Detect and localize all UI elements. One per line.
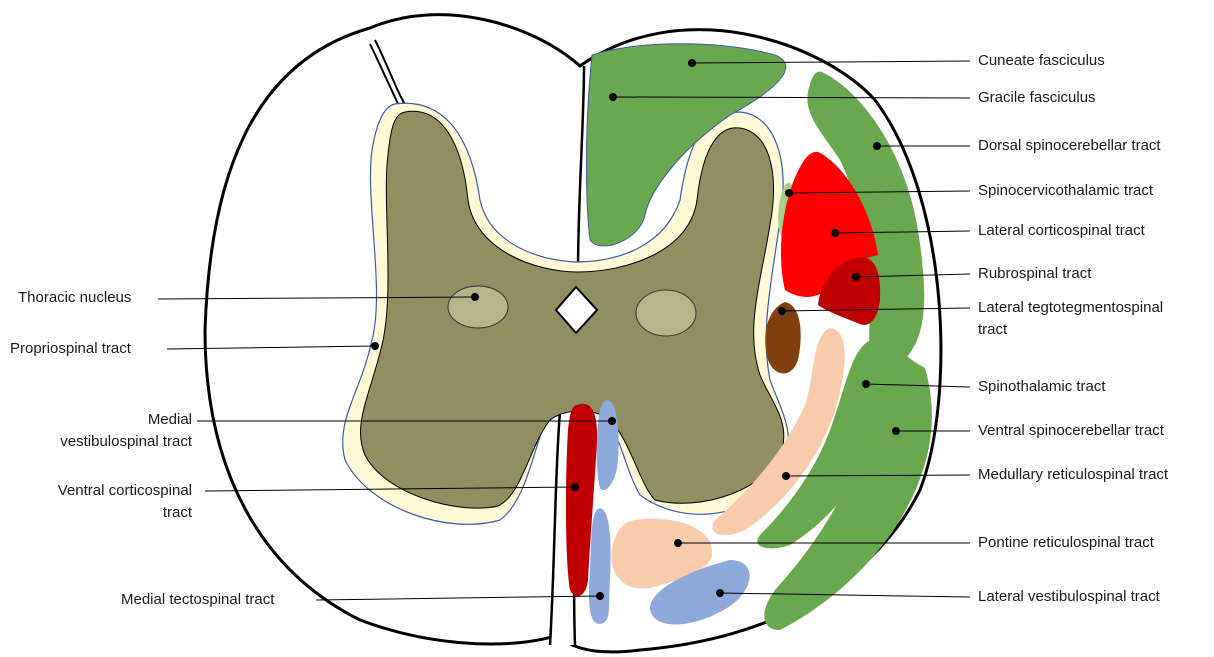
label-lateral-corticospinal-tract: Lateral corticospinal tract	[978, 220, 1145, 242]
label-lateral-tegtotegmentospinal-tract: Lateral tegtotegmentospinal tract	[978, 297, 1208, 341]
label-thoracic-nucleus: Thoracic nucleus	[18, 287, 131, 309]
label-gracile-fasciculus: Gracile fasciculus	[978, 87, 1096, 109]
label-propriospinal-tract: Propriospinal tract	[10, 338, 131, 360]
label-rubrospinal-tract: Rubrospinal tract	[978, 263, 1091, 285]
label-lateral-tegto-line2: tract	[978, 319, 1208, 341]
label-medial-vestibulo-line1: Medial	[40, 409, 192, 431]
thoracic-nucleus-right	[636, 290, 696, 336]
label-ventral-corticospinal-line2: tract	[20, 502, 192, 524]
label-ventral-corticospinal-line1: Ventral corticospinal	[20, 480, 192, 502]
label-cuneate-fasciculus: Cuneate fasciculus	[978, 50, 1105, 72]
label-spinocervicothalamic-tract: Spinocervicothalamic tract	[978, 180, 1153, 202]
label-medullary-reticulospinal-tract: Medullary reticulospinal tract	[978, 464, 1168, 486]
label-spinothalamic-tract: Spinothalamic tract	[978, 376, 1106, 398]
label-pontine-reticulospinal-tract: Pontine reticulospinal tract	[978, 532, 1154, 554]
label-ventral-corticospinal-tract: Ventral corticospinal tract	[20, 480, 192, 524]
label-dorsal-spinocerebellar-tract: Dorsal spinocerebellar tract	[978, 135, 1161, 157]
label-lateral-tegto-line1: Lateral tegtotegmentospinal	[978, 297, 1208, 319]
label-medial-vestibulo-line2: vestibulospinal tract	[40, 431, 192, 453]
label-medial-vestibulospinal-tract: Medial vestibulospinal tract	[40, 409, 192, 453]
label-lateral-vestibulospinal-tract: Lateral vestibulospinal tract	[978, 586, 1160, 608]
label-medial-tectospinal-tract: Medial tectospinal tract	[121, 589, 274, 611]
thoracic-nucleus-left	[448, 286, 508, 328]
label-ventral-spinocerebellar-tract: Ventral spinocerebellar tract	[978, 420, 1164, 442]
